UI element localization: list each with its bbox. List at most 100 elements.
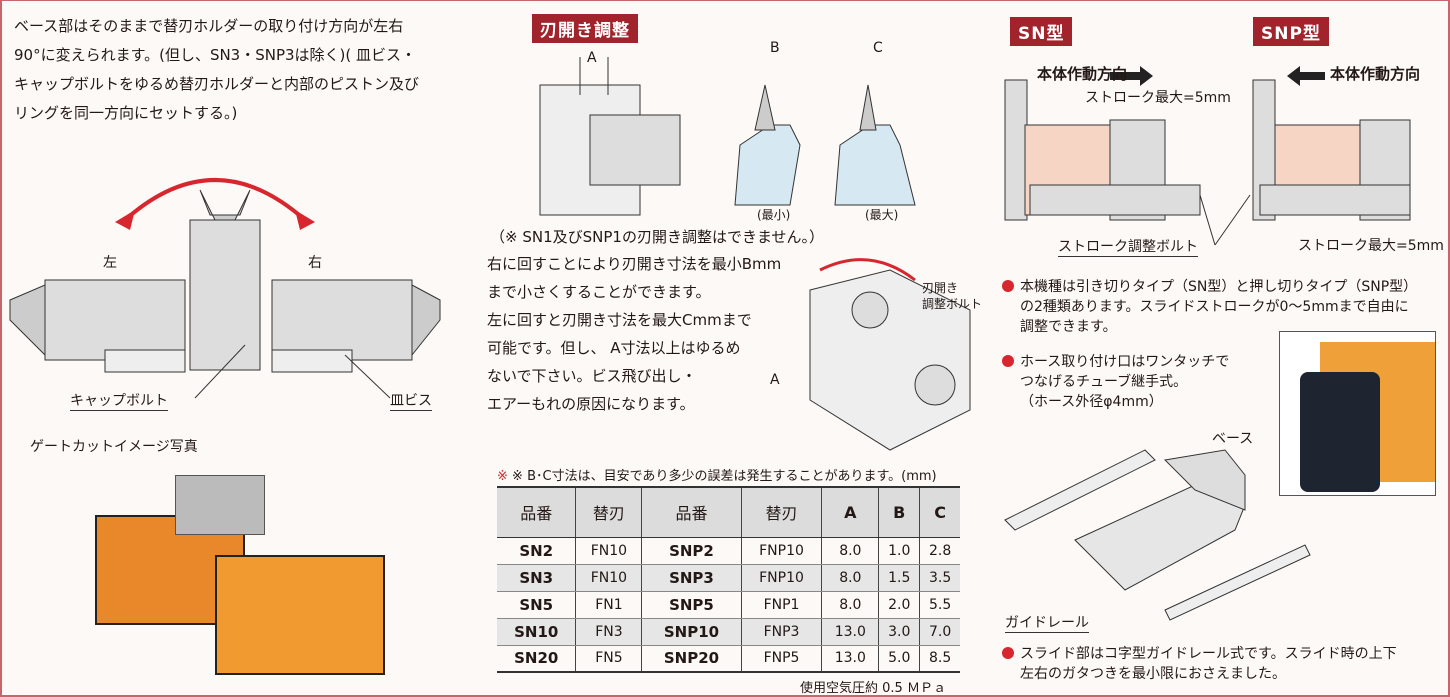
table-cell: FNP5 — [740, 645, 822, 673]
table-cell: 3.5 — [919, 564, 960, 592]
table-cell: FNP1 — [740, 591, 822, 619]
col-header: C — [919, 486, 960, 538]
bullet-1: 本機種は引き切りタイプ（SN型）と押し切りタイプ（SNP型） の2種類あります。… — [1002, 277, 1417, 337]
dim-a-iso: A — [770, 372, 780, 388]
table-cell: 3.0 — [878, 618, 920, 646]
adjust-bolt-label: 刃開き 調整ボルト — [922, 280, 982, 312]
stroke-diagram — [1004, 66, 1411, 246]
table-cell: 13.0 — [821, 618, 879, 646]
table-cell: 5.0 — [878, 645, 920, 673]
bullet-line: の2種類あります。スライドストロークが0～5mmまで自由に — [1020, 299, 1409, 315]
table-note: ※ ※ B･C寸法は、目安であり多少の誤差は発生することがあります。(mm) — [497, 469, 937, 484]
photo-caption: ゲートカットイメージ写真 — [30, 439, 198, 455]
dim-b: B — [770, 40, 780, 56]
label-line: 刃開き — [922, 281, 959, 295]
col-header: 品番 — [497, 486, 576, 538]
snp-type-tag: SNP型 — [1253, 17, 1329, 46]
table-cell: SNP3 — [641, 564, 742, 592]
bullet-line: つなげるチューブ継手式。 — [1020, 374, 1188, 390]
label-cap-bolt: キャップボルト — [70, 390, 168, 411]
sn-type-tag: SN型 — [1010, 17, 1073, 46]
blade-adjust-body: 右に回すことにより刃開き寸法を最小Bmm まで小さくすることができます。 左に回… — [487, 250, 781, 418]
holder-right — [271, 279, 413, 361]
dim-a: A — [587, 50, 597, 66]
table-cell: 1.0 — [878, 537, 920, 565]
label-flat-screw: 皿ビス — [390, 390, 432, 411]
col-header: B — [878, 486, 920, 538]
bullet-dot-icon — [1002, 355, 1014, 367]
bullet-line: （ホース外径φ4mm） — [1020, 394, 1163, 410]
bullet-2: ホース取り付け口はワンタッチで つなげるチューブ継手式。 （ホース外径φ4mm） — [1002, 352, 1229, 412]
bullet-line: 本機種は引き切りタイプ（SN型）と押し切りタイプ（SNP型） — [1020, 279, 1418, 295]
col-header: A — [821, 486, 879, 538]
label-left: 左 — [103, 255, 117, 271]
stroke-bolt-label: ストローク調整ボルト — [1058, 236, 1198, 257]
bullet-line: スライド部はコ字型ガイドレール式です。スライド時の上下 — [1020, 646, 1397, 662]
label-line: 調整ボルト — [922, 297, 983, 311]
table-cell: SN10 — [497, 618, 576, 646]
direction-arrow-icon — [1110, 66, 1153, 86]
table-note-text: ※ B･C寸法は、目安であり多少の誤差は発生することがあります。 — [512, 469, 902, 484]
table-cell: FNP10 — [740, 564, 822, 592]
col-header: 替刃 — [740, 486, 822, 538]
table-cell: FNP10 — [740, 537, 822, 565]
label-max: (最大) — [865, 208, 899, 222]
label-base: ベース — [1212, 431, 1254, 447]
bullet-dot-icon — [1002, 647, 1014, 659]
table-cell: FN3 — [575, 618, 642, 646]
adjust-bolt-diagram — [809, 258, 971, 451]
body-line: 右に回すことにより刃開き寸法を最小Bmm — [487, 255, 782, 273]
rotation-diagram — [9, 178, 441, 399]
pressure-note: 使用空気圧約 0.5 ＭＰａ — [800, 681, 946, 696]
table-cell: SNP10 — [641, 618, 742, 646]
label-rail: ガイドレール — [1005, 612, 1089, 633]
gate-cut-photo — [75, 455, 395, 685]
bullet-3: スライド部はコ字型ガイドレール式です。スライド時の上下 左右のガタつきを最小限に… — [1002, 644, 1397, 684]
label-min: (最小) — [757, 208, 791, 222]
body-line: 左に回すと刃開き寸法を最大Cmmまで — [487, 311, 752, 329]
sn-stroke-max: ストローク最大=5mm — [1085, 90, 1231, 106]
bullet-line: 左右のガタつきを最小限におさえました。 — [1020, 666, 1286, 682]
table-cell: 8.0 — [821, 537, 879, 565]
table-cell: SNP5 — [641, 591, 742, 619]
table-cell: 5.5 — [919, 591, 960, 619]
rotation-arrow-icon — [123, 178, 307, 222]
product-photo — [1279, 331, 1436, 496]
table-cell: SN2 — [497, 537, 576, 565]
intro-line: リングを同一方向にセットする。) — [14, 104, 238, 122]
label-right: 右 — [308, 255, 322, 271]
table-unit: (mm) — [901, 469, 937, 484]
col-header: 替刃 — [575, 486, 642, 538]
blade-adjust-title: 刃開き調整 — [532, 14, 638, 43]
col-header: 品番 — [641, 486, 742, 538]
body-line: まで小さくすることができます。 — [487, 283, 711, 301]
table-cell: 8.5 — [919, 645, 960, 673]
snp-stroke-max: ストローク最大=5mm — [1298, 238, 1444, 254]
table-cell: SNP20 — [641, 645, 742, 673]
table-cell: 7.0 — [919, 618, 960, 646]
blade-adjust-note: （※ SN1及びSNP1の刃開き調整はできません。） — [490, 228, 825, 246]
table-cell: 2.8 — [919, 537, 960, 565]
snp-direction: 本体作動方向 — [1330, 65, 1421, 83]
table-cell: 8.0 — [821, 564, 879, 592]
table-cell: FN10 — [575, 564, 642, 592]
intro-text: ベース部はそのままで替刃ホルダーの取り付け方向が左右 90°に変えられます。(但… — [14, 12, 419, 128]
body-line: ないで下さい。ビス飛び出し・ — [487, 367, 697, 385]
holder-center — [189, 219, 261, 371]
table-cell: 13.0 — [821, 645, 879, 673]
table-cell: SNP2 — [641, 537, 742, 565]
table-cell: FN5 — [575, 645, 642, 673]
base-rail-diagram — [1004, 449, 1311, 621]
table-cell: 2.0 — [878, 591, 920, 619]
table-cell: 8.0 — [821, 591, 879, 619]
table-cell: FNP3 — [740, 618, 822, 646]
table-cell: SN3 — [497, 564, 576, 592]
body-line: エアーもれの原因になります。 — [487, 395, 695, 413]
intro-line: キャップボルトをゆるめ替刃ホルダーと内部のピストン及び — [14, 75, 420, 93]
table-cell: SN5 — [497, 591, 576, 619]
blade-adjust-diagram — [539, 57, 916, 216]
